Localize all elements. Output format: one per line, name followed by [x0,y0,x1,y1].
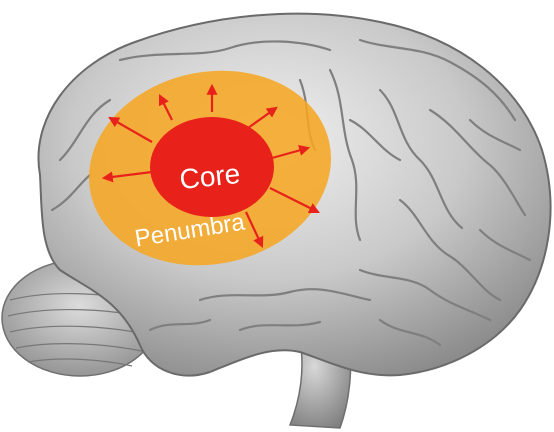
core-label: Core [178,158,242,195]
